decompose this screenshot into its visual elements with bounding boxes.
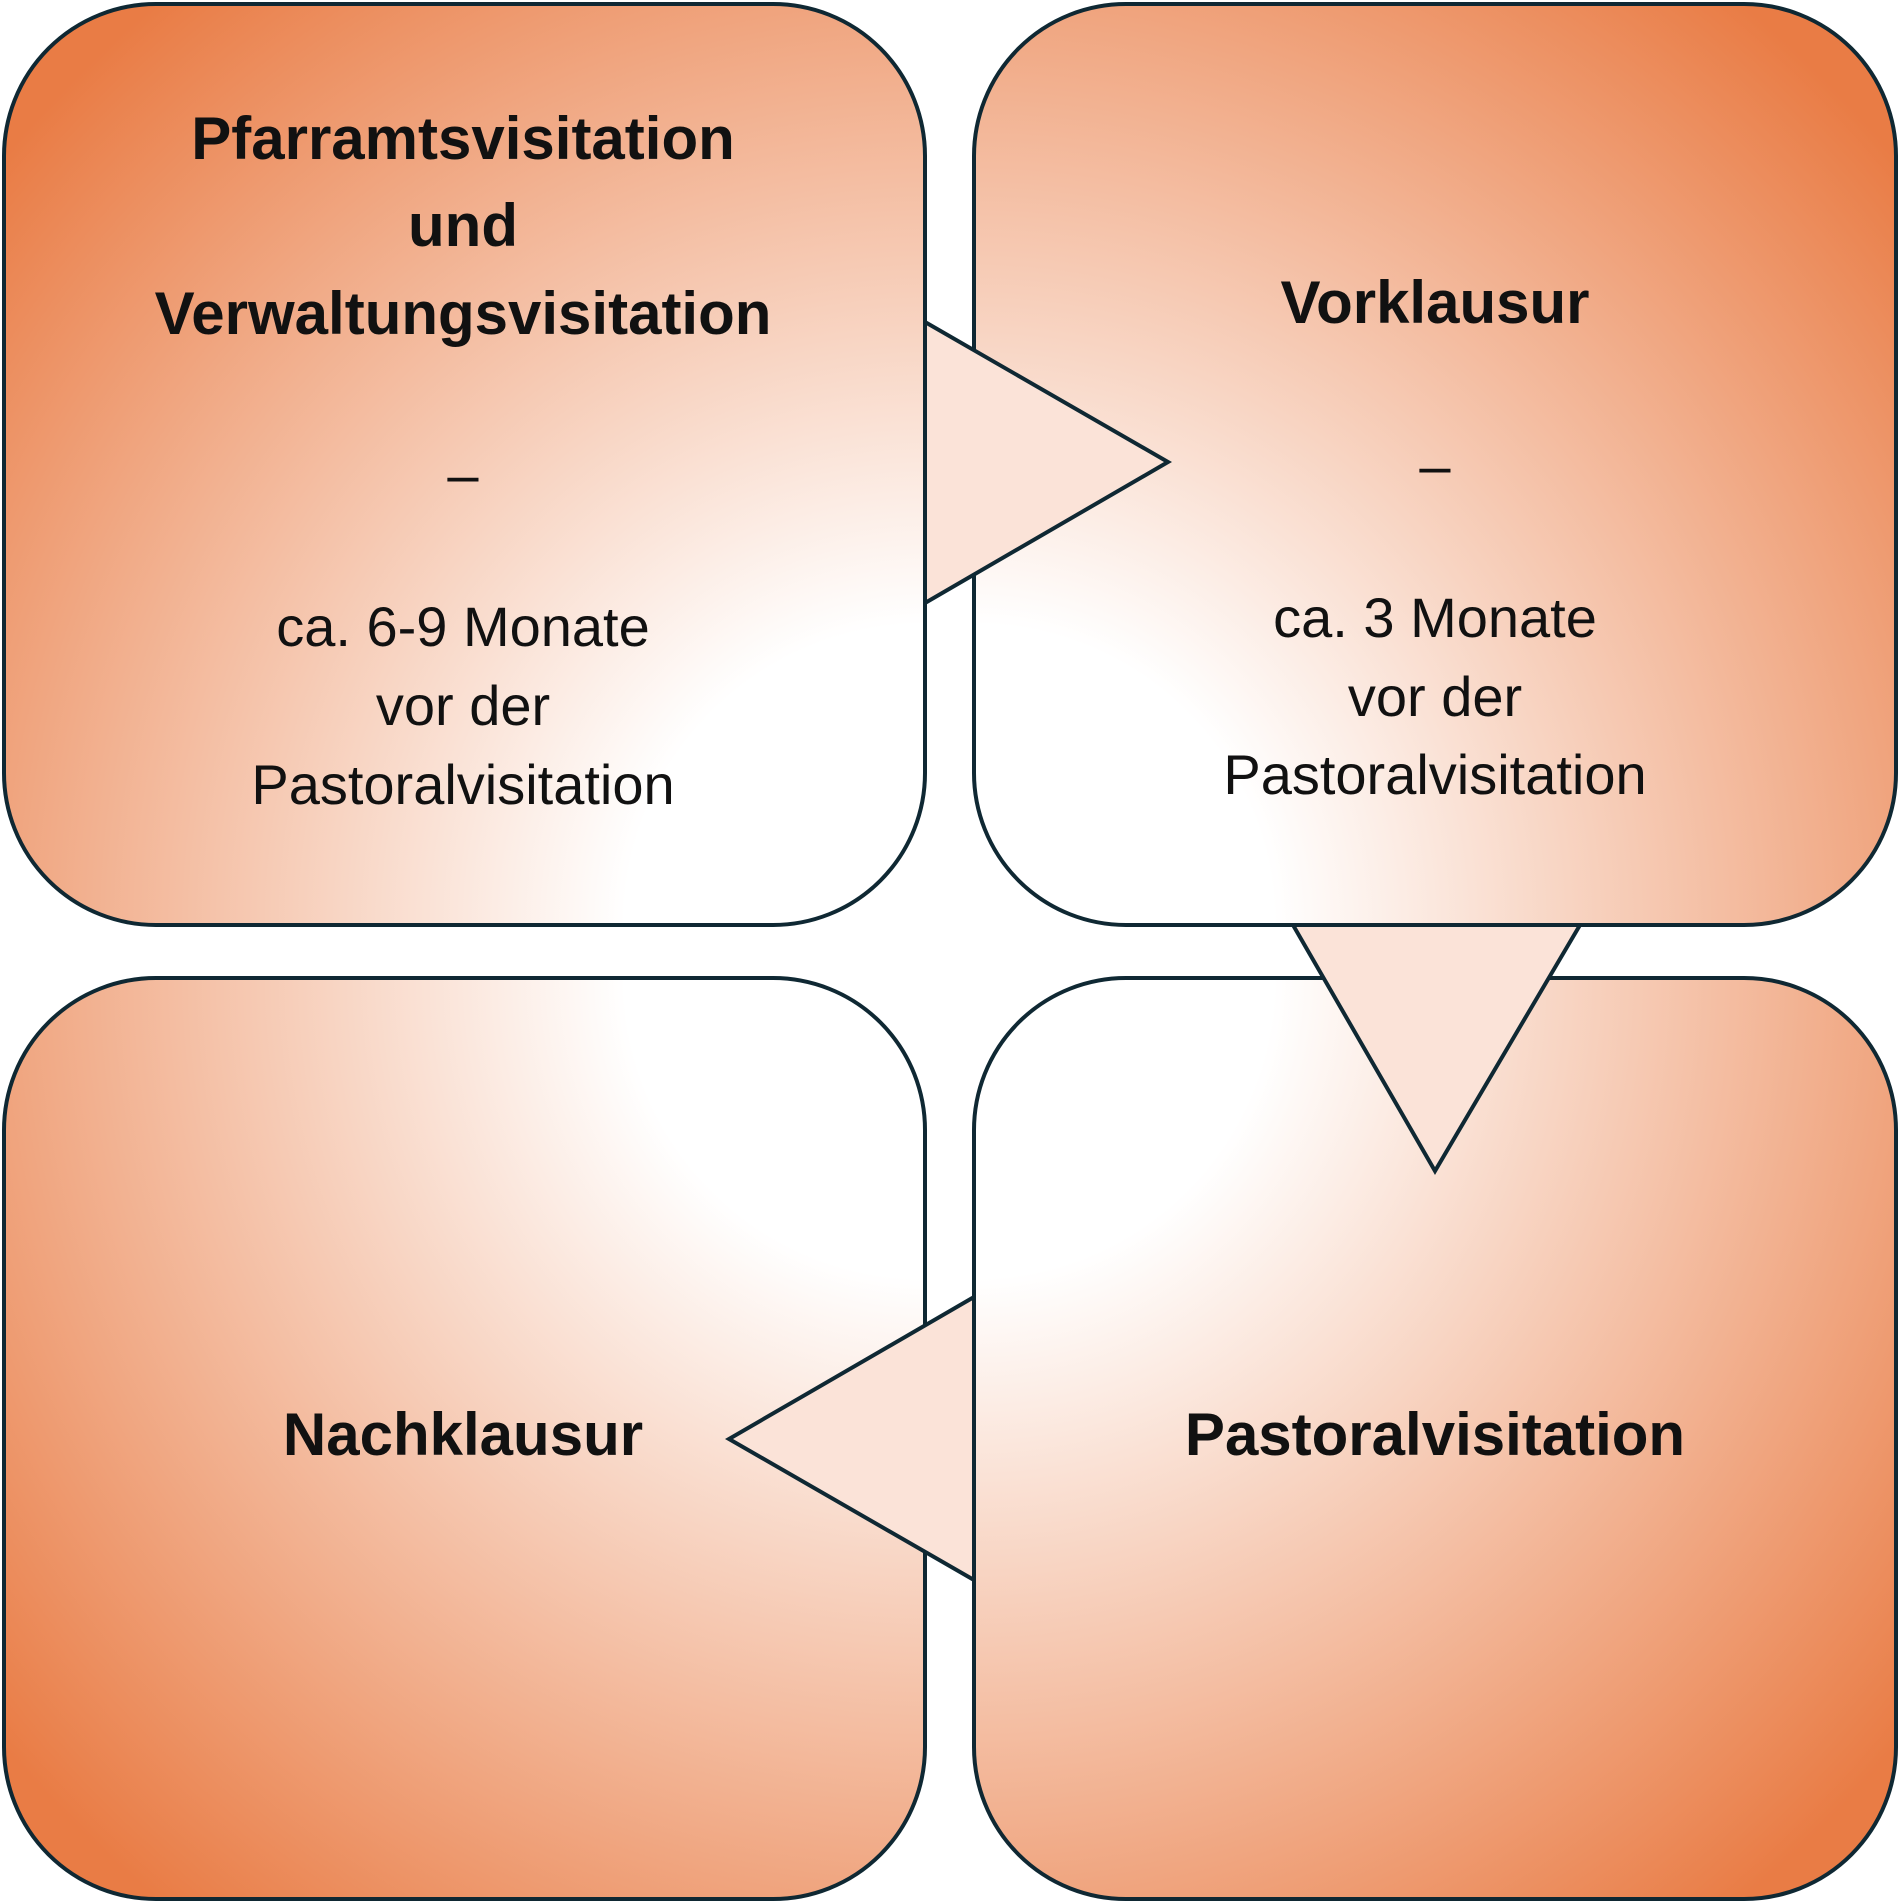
step-title-line: Pfarramtsvisitation	[191, 105, 735, 172]
step-body-line: vor der	[1348, 665, 1522, 728]
arrow-left-icon	[725, 1293, 976, 1584]
step-title-line: Nachklausur	[283, 1401, 643, 1468]
step-title-line: Pastoralvisitation	[1185, 1401, 1685, 1468]
step-body-line: ca. 3 Monate	[1273, 586, 1597, 649]
step-separator: –	[447, 443, 479, 506]
arrow-down-icon	[1289, 923, 1584, 1175]
step-separator: –	[1419, 434, 1451, 497]
step-title-line: Vorklausur	[1281, 269, 1590, 336]
arrow-right-icon	[923, 318, 1172, 607]
step-body-line: Pastoralvisitation	[251, 753, 674, 816]
step-body-line: ca. 6-9 Monate	[276, 595, 650, 658]
step-title-line: Verwaltungsvisitation	[155, 280, 772, 347]
step-body-line: vor der	[376, 674, 550, 737]
step-body-line: Pastoralvisitation	[1223, 743, 1646, 806]
step-title-line: und	[408, 192, 518, 259]
